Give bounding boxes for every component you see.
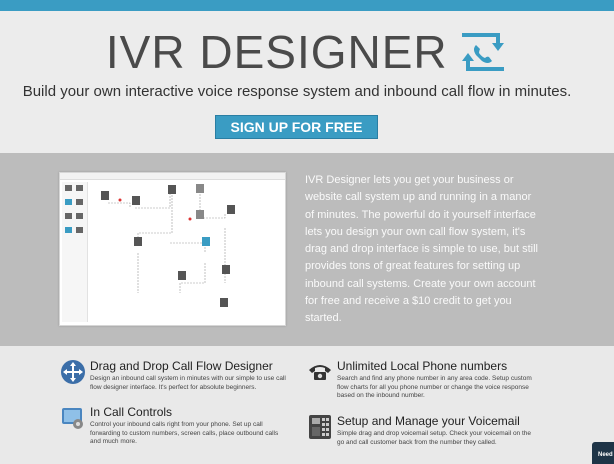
feature-title: Setup and Manage your Voicemail [337,414,520,428]
controls-icon [62,408,83,429]
voicemail-icon [309,415,331,439]
designer-screenshot [59,172,286,326]
screenshot-titlebar [60,173,285,180]
feature-title: Unlimited Local Phone numbers [337,359,508,373]
help-chat-tab[interactable]: Need [592,442,614,464]
top-bar [0,0,614,11]
hero-section: IVR DESIGNER Build your own interactive … [0,11,614,153]
hero-tagline: Build your own interactive voice respons… [22,83,572,100]
flow-diagram-icon [61,360,85,384]
logo-text: IVR DESIGNER [105,26,448,78]
feature-title: In Call Controls [90,405,173,419]
feature-body: Search and find any phone number in any … [337,375,532,399]
feature-body: Simple drag and drop voicemail setup. Ch… [337,430,532,446]
phone-icon [309,365,331,380]
overview-description: IVR Designer lets you get your business … [305,174,538,325]
overview-section: IVR Designer lets you get your business … [0,153,614,346]
logo[interactable]: IVR DESIGNER [0,25,614,79]
signup-button[interactable]: SIGN UP FOR FREE [215,115,378,139]
screenshot-flow-diagram [65,184,235,307]
screenshot-toolbox [62,182,88,322]
phone-flow-icon [462,33,505,71]
feature-title: Drag and Drop Call Flow Designer [90,359,273,373]
feature-body: Control your inbound calls right from yo… [90,421,279,445]
feature-body: Design an inbound call system in minutes… [90,375,286,391]
